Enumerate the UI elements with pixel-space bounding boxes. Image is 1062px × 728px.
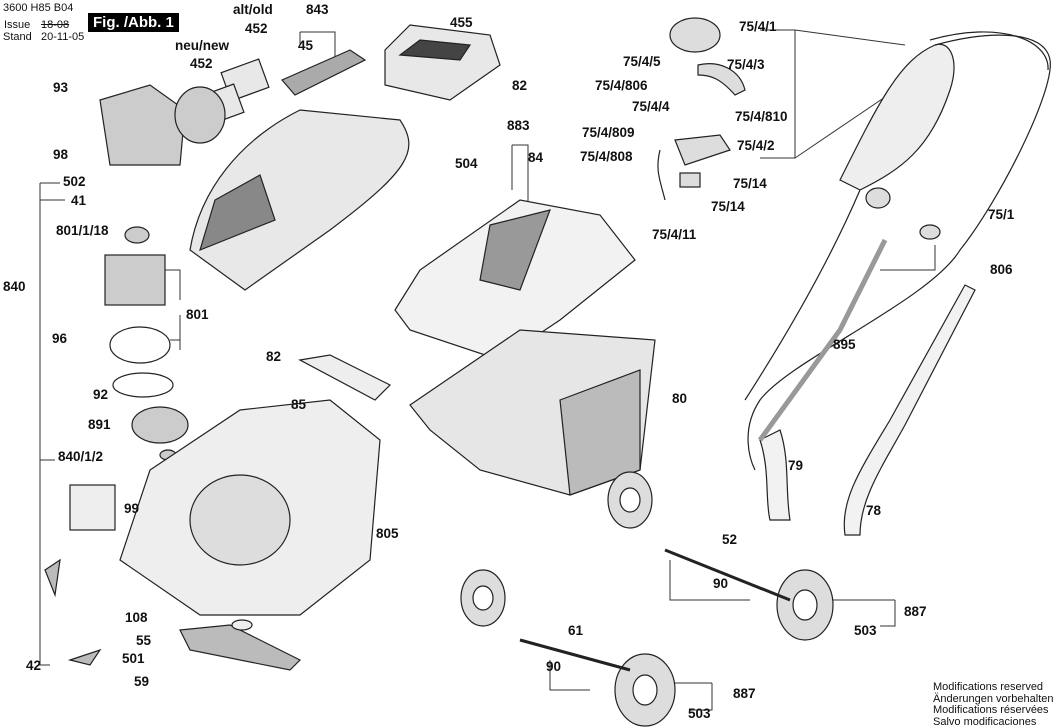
part-label: 887 <box>733 686 756 701</box>
stand-date: 20-11-05 <box>41 31 85 43</box>
old-variant-part: 452 <box>245 21 268 36</box>
new-variant-part: 452 <box>190 56 213 71</box>
part-label: 75/4/5 <box>623 54 661 69</box>
part-label: 455 <box>450 15 473 30</box>
part-label: 75/4/3 <box>727 57 765 72</box>
note-line: Salvo modificaciones <box>933 715 1037 728</box>
modifications-note: Modifications reserved Änderungen vorbeh… <box>933 681 1054 728</box>
note-line: Änderungen vorbehalten <box>933 692 1054 705</box>
part-label: 90 <box>713 576 729 591</box>
part-label: 883 <box>507 118 530 133</box>
part-label: 75/4/808 <box>580 149 633 164</box>
old-variant-label: alt/old <box>233 2 273 17</box>
part-label: 75/4/809 <box>582 125 635 140</box>
part-label: 503 <box>688 706 711 721</box>
part-label: 59 <box>134 674 150 689</box>
part-label: 75/4/806 <box>595 78 648 93</box>
part-label: 895 <box>833 337 856 352</box>
part-label: 98 <box>53 147 69 162</box>
part-label: 75/4/810 <box>735 109 788 124</box>
issue-date-old: 18-08 <box>41 19 70 31</box>
part-label: 78 <box>866 503 882 518</box>
part-label: 75/4/2 <box>737 138 775 153</box>
document-number: 3600 H85 B04 <box>3 2 74 14</box>
part-label: 891 <box>88 417 111 432</box>
part-label: 75/14 <box>711 199 745 214</box>
part-label: 84 <box>528 150 544 165</box>
wheels-drawing <box>460 471 834 727</box>
part-label: 503 <box>854 623 877 638</box>
part-label: 42 <box>26 658 42 673</box>
part-label: 502 <box>63 174 86 189</box>
part-label: 801/1/18 <box>56 223 109 238</box>
part-label: 843 <box>306 2 329 17</box>
part-label: 92 <box>93 387 109 402</box>
part-label: 501 <box>122 651 145 666</box>
grass-box-drawing <box>394 199 656 496</box>
part-label: 75/4/11 <box>652 227 697 242</box>
leader-lines <box>39 29 936 711</box>
part-label: 108 <box>125 610 148 625</box>
cover-drawing <box>189 24 501 291</box>
part-label: 41 <box>71 193 87 208</box>
part-label: 840 <box>3 279 26 294</box>
part-label: 82 <box>266 349 282 364</box>
part-label: 96 <box>52 331 68 346</box>
part-label: 75/4/1 <box>739 19 777 34</box>
motor-drawing <box>69 84 226 531</box>
part-label: 55 <box>136 633 152 648</box>
part-label: 887 <box>904 604 927 619</box>
part-label: 75/1 <box>988 207 1015 222</box>
part-label: 75/14 <box>733 176 767 191</box>
part-label: 805 <box>376 526 399 541</box>
part-label: 45 <box>298 38 314 53</box>
part-label: 75/4/4 <box>632 99 670 114</box>
part-label: 801 <box>186 307 209 322</box>
note-line: Modifications réservées <box>933 704 1049 716</box>
new-variant-label: neu/new <box>175 38 230 53</box>
part-label: 82 <box>512 78 528 93</box>
part-label: 504 <box>455 156 478 171</box>
note-line: Modifications reserved <box>933 681 1044 693</box>
part-label: 99 <box>124 501 140 516</box>
issue-label: Issue <box>4 19 31 31</box>
part-label: 61 <box>568 623 584 638</box>
part-label: 79 <box>788 458 804 473</box>
part-label: 85 <box>291 397 307 412</box>
part-label: 80 <box>672 391 688 406</box>
switch-parts-drawing <box>657 17 941 240</box>
part-label: 93 <box>53 80 69 95</box>
part-label: 840/1/2 <box>58 449 104 464</box>
deck-drawing <box>44 354 392 671</box>
handle-drawing <box>744 31 1051 536</box>
part-label: 52 <box>722 532 738 547</box>
part-label: 90 <box>546 659 562 674</box>
part-label: 806 <box>990 262 1013 277</box>
figure-title: Fig. /Abb. 1 <box>88 13 179 32</box>
stand-label: Stand <box>3 31 32 43</box>
